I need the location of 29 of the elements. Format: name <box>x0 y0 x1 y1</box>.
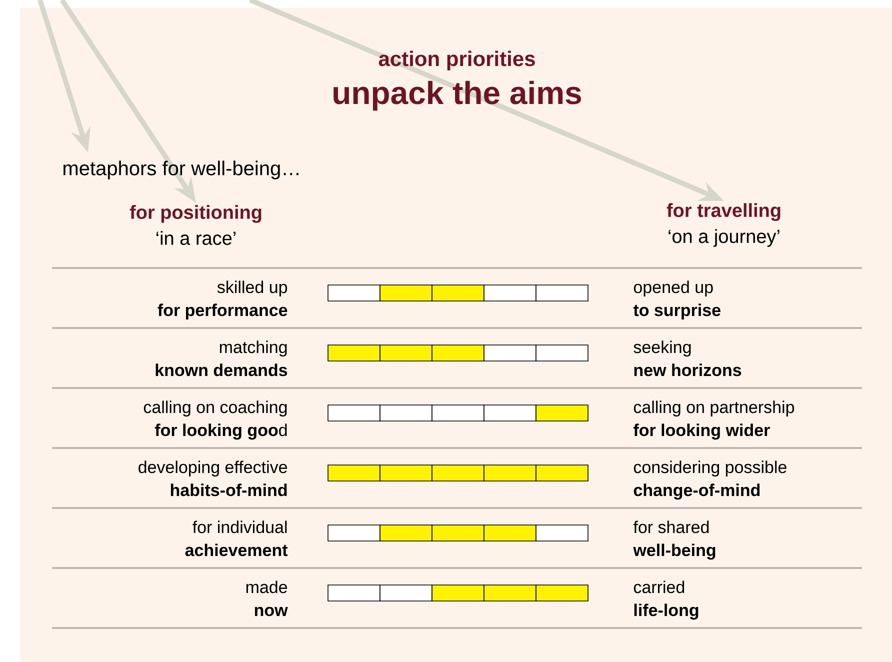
row-label: made <box>246 580 288 594</box>
row-label: for looking good <box>154 424 287 440</box>
row-label: change-of-mind <box>634 484 760 500</box>
intro-text: metaphors for well-being… <box>64 160 298 180</box>
row-label: now <box>254 606 288 616</box>
row-label: calling on coaching <box>144 400 287 417</box>
row-label: skilled up <box>217 280 288 297</box>
row-label: for performance <box>158 304 288 320</box>
subtitle: action priorities <box>378 50 535 70</box>
row-label: life-long <box>634 604 698 620</box>
row-label: for individual <box>192 520 287 534</box>
row-label: developing effective <box>138 460 288 477</box>
row-label: achievement <box>185 544 288 556</box>
row-label: well-being <box>633 544 716 560</box>
title: unpack the aims <box>334 80 582 111</box>
row-label: for looking wider <box>634 424 770 440</box>
column-heading: for travelling ‘on a journey’ <box>666 203 780 247</box>
row-label: seeking <box>634 340 691 357</box>
row-label: to surprise <box>633 304 720 320</box>
row-label: habits-of-mind <box>170 484 287 496</box>
row-label: new horizons <box>634 364 742 376</box>
row-label: carried <box>634 580 684 594</box>
row-label: matching <box>220 340 287 357</box>
row-label: for shared <box>633 520 709 534</box>
row-label: calling on partnership <box>634 400 794 417</box>
column-heading: for positioning ‘in a race’ <box>130 205 262 245</box>
row-label: known demands <box>156 364 288 376</box>
row-label: opened up <box>634 280 713 297</box>
row-label: considering possible <box>634 460 786 477</box>
